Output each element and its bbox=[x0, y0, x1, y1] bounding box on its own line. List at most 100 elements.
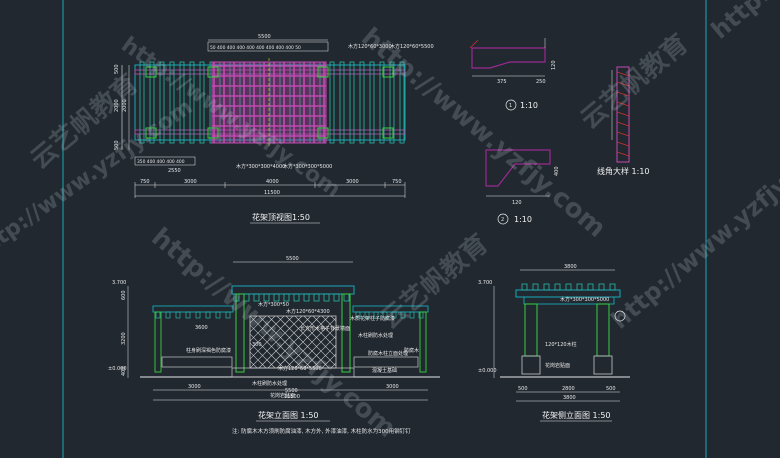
front-inner-dim: 300 bbox=[252, 342, 262, 348]
front-label: 花岗岩贴面 bbox=[270, 392, 295, 399]
front-bottom-dim: 5500 bbox=[285, 388, 298, 394]
plan-label: 木方*300*300*4000 bbox=[236, 163, 285, 170]
side-top-dim: 3800 bbox=[564, 264, 577, 270]
front-level-zero: ±0.000 bbox=[108, 366, 127, 372]
detail2-marker bbox=[497, 213, 509, 225]
front-rafter-end bbox=[273, 293, 280, 302]
detail2-num: 2 bbox=[501, 217, 504, 223]
detail2-dim: 400 bbox=[554, 166, 560, 176]
front-rafter-end bbox=[313, 293, 320, 302]
front-rafter-end bbox=[303, 293, 310, 302]
plan-rafter bbox=[359, 61, 365, 144]
detail1-dim: 375 bbox=[497, 79, 507, 85]
watermark-brand: 云艺帆教育 bbox=[375, 228, 495, 335]
plan-label: 木方120*60*3000 bbox=[348, 43, 392, 50]
watermark-brand: 云艺帆教育 bbox=[575, 28, 695, 135]
side-label: 木方*300*300*5000 bbox=[560, 296, 609, 303]
side-rafter-end bbox=[598, 283, 605, 291]
front-elevation: 5500 3.700 ±0.000 600 3200 400 木方*300*50… bbox=[108, 256, 440, 435]
corner-hatch-line bbox=[616, 81, 630, 87]
front-vdim: 400 bbox=[121, 366, 127, 376]
front-label: 木方120*60*4300 bbox=[286, 308, 330, 315]
side-rafter-end bbox=[532, 283, 539, 291]
lattice-slat bbox=[250, 316, 285, 351]
lattice-slat bbox=[330, 362, 336, 368]
plan-column bbox=[317, 127, 329, 139]
side-elevation: 3800 3.700 ±0.000 木方*300*300*5000 120*12… bbox=[478, 264, 630, 422]
front-label: 木柱刷防水处理 bbox=[358, 332, 393, 339]
plan-rafter bbox=[169, 61, 175, 144]
plan-rafter bbox=[389, 61, 395, 144]
plan-label: 木方120*60*5500 bbox=[390, 43, 434, 50]
front-rafter-end bbox=[323, 293, 330, 302]
plan-view: 5500 50 400 400 400 400 400 400 400 400 … bbox=[114, 34, 434, 224]
corner-hatch-line bbox=[616, 121, 630, 127]
plan-top-total: 5500 bbox=[258, 34, 271, 40]
lattice-slat bbox=[250, 316, 276, 342]
plan-rafter bbox=[369, 61, 375, 144]
plan-rafter bbox=[159, 61, 165, 144]
front-side-rafter bbox=[373, 311, 379, 319]
front-label: 混凝土基础 bbox=[372, 367, 397, 374]
corner-hatch-line bbox=[616, 101, 630, 107]
plan-top-spacing: 50 400 400 400 400 400 400 400 400 50 bbox=[210, 45, 301, 51]
lattice-slat bbox=[258, 316, 312, 368]
side-rafter-ends bbox=[521, 283, 616, 291]
front-label: 防腐木柱立面处理 bbox=[368, 350, 408, 357]
plan-rafter bbox=[399, 61, 405, 144]
detail1-dim: 120 bbox=[551, 60, 557, 70]
lattice-slat bbox=[267, 316, 321, 368]
watermark-url: http://www.yzfjy.com bbox=[606, 130, 780, 335]
details-group: 375 250 120 1 1:10 120 400 2 1:10 线角大样 1… bbox=[469, 38, 650, 225]
lattice-slat bbox=[303, 335, 336, 368]
corner-detail-hatching bbox=[616, 71, 630, 157]
side-bottom-dim: 500 bbox=[606, 386, 616, 392]
front-rafter-end bbox=[283, 293, 290, 302]
side-rafter-end bbox=[587, 283, 594, 291]
side-rafter-end bbox=[576, 283, 583, 291]
front-level-top: 3.700 bbox=[112, 280, 126, 286]
lattice-slat bbox=[250, 351, 267, 368]
detail1-marker bbox=[505, 99, 517, 111]
plan-rafter bbox=[179, 61, 185, 144]
detail1-dim: 250 bbox=[536, 79, 546, 85]
front-side-rafter bbox=[391, 311, 397, 319]
front-side-rafter bbox=[205, 311, 211, 319]
plan-bottom-dim: 750 bbox=[140, 179, 150, 185]
plan-rafter bbox=[199, 61, 205, 144]
lattice-slat bbox=[321, 353, 336, 368]
front-side-rafter bbox=[400, 311, 406, 319]
plan-left-dim: 500 bbox=[114, 140, 120, 150]
plan-column bbox=[145, 127, 157, 139]
lattice-slat bbox=[312, 344, 336, 368]
front-bottom-total: 11500 bbox=[284, 394, 300, 400]
plan-rafter bbox=[139, 61, 145, 144]
plan-bottom-dim: 3000 bbox=[346, 179, 359, 185]
plan-bottom-dim: 3000 bbox=[184, 179, 197, 185]
side-bottom-dim: 500 bbox=[518, 386, 528, 392]
corner-hatch-line bbox=[616, 151, 630, 157]
detail1-num: 1 bbox=[509, 103, 512, 109]
front-side-rafter bbox=[165, 311, 171, 319]
front-side-rafter bbox=[195, 311, 201, 319]
plan-bottom-dim: 4000 bbox=[266, 179, 279, 185]
side-title: 花架侧立面图 1:50 bbox=[542, 410, 611, 420]
corner-hatch-line bbox=[616, 71, 630, 77]
side-label: 花岗岩贴面 bbox=[545, 362, 570, 369]
front-side-rafter bbox=[409, 311, 415, 319]
plan-bottom-small: 350 400 400 400 400 bbox=[137, 159, 185, 165]
front-label: 柱身刷深褐色防腐漆 bbox=[186, 347, 231, 354]
plan-column bbox=[207, 127, 219, 139]
lattice-slat bbox=[276, 316, 330, 368]
plan-rafter bbox=[379, 61, 385, 144]
front-rafter-end bbox=[253, 293, 260, 302]
corner-hatch-line bbox=[616, 111, 630, 117]
front-inner-dim: 3600 bbox=[195, 325, 208, 331]
front-title: 花架立面图 1:50 bbox=[258, 410, 319, 420]
front-label: 木方120*60*5500 bbox=[278, 365, 322, 372]
front-bottom-dim: 3000 bbox=[188, 384, 201, 390]
front-top-dim: 5500 bbox=[286, 256, 299, 262]
side-rafter-end bbox=[521, 283, 528, 291]
lattice-slat bbox=[250, 316, 294, 360]
front-side-rafter bbox=[155, 311, 161, 319]
